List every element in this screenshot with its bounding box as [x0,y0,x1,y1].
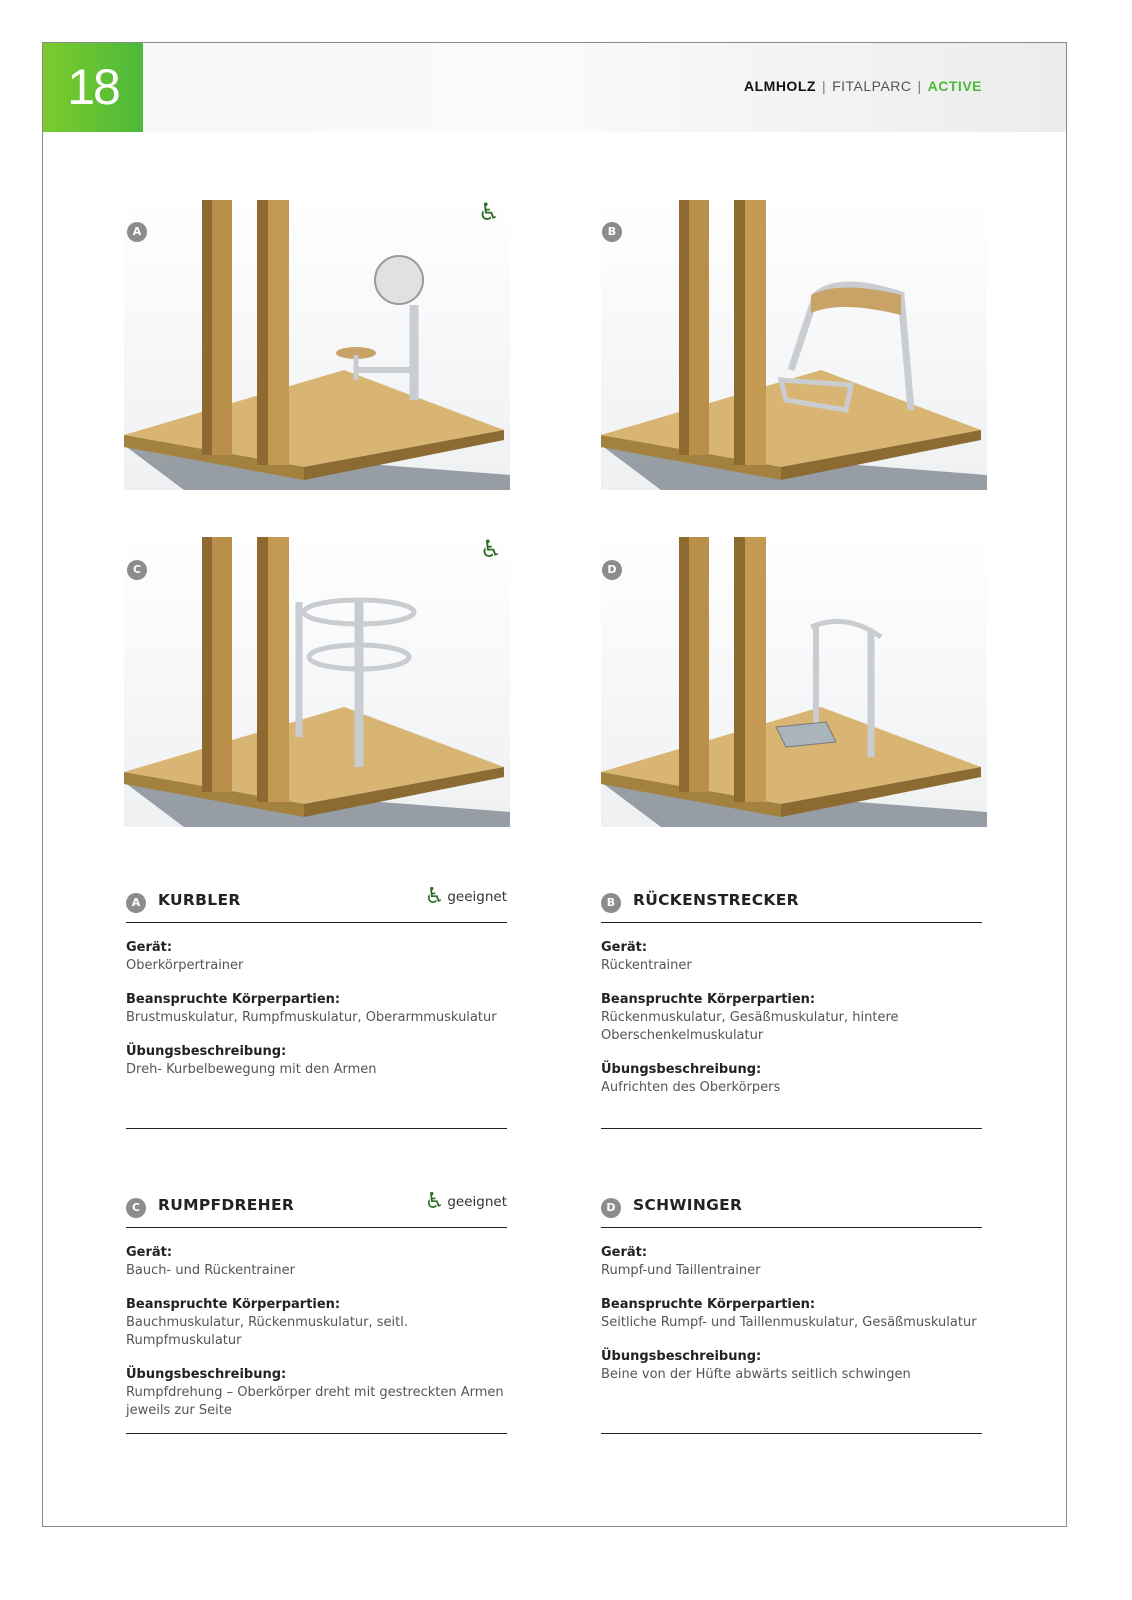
page-border [42,42,1067,1527]
title-row: C RUMPFDREHER ♿geeignet [126,1189,507,1228]
crank-wheel [374,255,424,305]
equipment-title: KURBLER [158,891,241,909]
wheelchair-icon: ♿ [424,884,445,909]
device-value: Rumpf-und Taillentrainer [601,1263,761,1278]
item-badge: A [126,893,146,913]
exercise-label: Übungsbeschreibung: [601,1349,762,1364]
muscles-field: Beanspruchte Körperpartien: Rückenmuskula… [601,991,982,1045]
exercise-label: Übungsbeschreibung: [126,1367,287,1382]
divider [601,1433,982,1434]
device-label: Gerät: [601,1245,648,1260]
divider [126,1128,507,1129]
device-field: Gerät: Oberkörpertrainer [126,939,507,975]
image-badge-a: A [127,222,147,242]
equipment-title: RÜCKENSTRECKER [633,891,799,909]
image-badge-c: C [127,560,147,580]
exercise-field: Übungsbeschreibung: Rumpfdrehung – Oberkö… [126,1366,507,1420]
swing-platform [775,721,837,748]
exercise-field: Übungsbeschreibung: Dreh- Kurbelbewegung … [126,1043,507,1079]
equipment-description-b: B RÜCKENSTRECKER Gerät: Rückentrainer Bea… [601,887,982,1129]
muscles-field: Beanspruchte Körperpartien: Seitliche Rum… [601,1296,982,1332]
muscles-value: Bauchmuskulatur, Rückenmuskulatur, seitl… [126,1315,409,1348]
equipment-title: RUMPFDREHER [158,1196,295,1214]
suitable-label: geeignet [447,1194,507,1210]
equipment-image-c [124,532,510,827]
title-row: A KURBLER ♿geeignet [126,884,507,923]
brand-name: ALMHOLZ [744,78,816,94]
equipment-illustration [601,532,987,827]
equipment-title: SCHWINGER [633,1196,743,1214]
wheelchair-suitable: ♿geeignet [425,1189,507,1214]
wheelchair-icon: ♿ [478,198,500,226]
exercise-value: Beine von der Hüfte abwärts seitlich sch… [601,1367,911,1382]
wheelchair-suitable: ♿geeignet [425,884,507,909]
page-header [43,43,1066,132]
equipment-description-c: C RUMPFDREHER ♿geeignet Gerät: Bauch- und… [126,1189,507,1434]
muscles-field: Beanspruchte Körperpartien: Brustmuskulat… [126,991,507,1027]
exercise-field: Übungsbeschreibung: Beine von der Hüfte a… [601,1348,982,1384]
muscles-label: Beanspruchte Körperpartien: [601,1297,816,1312]
muscles-value: Brustmuskulatur, Rumpfmuskulatur, Oberar… [126,1010,497,1025]
equipment-description-a: A KURBLER ♿geeignet Gerät: Oberkörpertrai… [126,884,507,1129]
device-label: Gerät: [126,1245,173,1260]
wheelchair-icon: ♿ [424,1189,445,1214]
muscles-label: Beanspruchte Körperpartien: [126,992,341,1007]
image-badge-b: B [602,222,622,242]
exercise-value: Rumpfdrehung – Oberkörper dreht mit gest… [126,1385,504,1418]
muscles-label: Beanspruchte Körperpartien: [126,1297,341,1312]
back-pad [811,287,901,315]
item-badge: C [126,1198,146,1218]
title-row: D SCHWINGER [601,1192,982,1228]
item-badge: D [601,1198,621,1218]
device-field: Gerät: Rückentrainer [601,939,982,975]
edition: ACTIVE [927,78,982,94]
device-label: Gerät: [601,940,648,955]
device-label: Gerät: [126,940,173,955]
seat [336,347,376,359]
equipment-illustration [124,532,510,827]
exercise-value: Dreh- Kurbelbewegung mit den Armen [126,1062,377,1077]
divider [126,1433,507,1434]
device-field: Gerät: Rumpf-und Taillentrainer [601,1244,982,1280]
item-badge: B [601,893,621,913]
equipment-image-b [601,195,987,490]
equipment-image-a [124,195,510,490]
rotation-ring [301,597,417,627]
divider [601,1128,982,1129]
equipment-description-d: D SCHWINGER Gerät: Rumpf-und Taillentrain… [601,1192,982,1434]
equipment-illustration [124,195,510,490]
exercise-label: Übungsbeschreibung: [601,1062,762,1077]
exercise-field: Übungsbeschreibung: Aufrichten des Oberkö… [601,1061,982,1097]
equipment-image-d [601,532,987,827]
device-value: Oberkörpertrainer [126,958,244,973]
muscles-field: Beanspruchte Körperpartien: Bauchmuskulat… [126,1296,507,1350]
image-badge-d: D [602,560,622,580]
device-field: Gerät: Bauch- und Rückentrainer [126,1244,507,1280]
suitable-label: geeignet [447,889,507,905]
muscles-value: Rückenmuskulatur, Gesäßmuskulatur, hinte… [601,1010,899,1043]
device-value: Bauch- und Rückentrainer [126,1263,295,1278]
product-line: FITALPARC [832,78,912,94]
brand-line: ALMHOLZ | FITALPARC | ACTIVE [744,78,982,94]
exercise-label: Übungsbeschreibung: [126,1044,287,1059]
title-row: B RÜCKENSTRECKER [601,887,982,923]
exercise-value: Aufrichten des Oberkörpers [601,1080,781,1095]
muscles-value: Seitliche Rumpf- und Taillenmuskulatur, … [601,1315,977,1330]
device-value: Rückentrainer [601,958,692,973]
separator: | [917,78,922,94]
wheelchair-icon: ♿ [480,535,502,563]
muscles-label: Beanspruchte Körperpartien: [601,992,816,1007]
separator: | [821,78,827,94]
equipment-illustration [601,195,987,490]
page-number: 18 [43,43,143,132]
